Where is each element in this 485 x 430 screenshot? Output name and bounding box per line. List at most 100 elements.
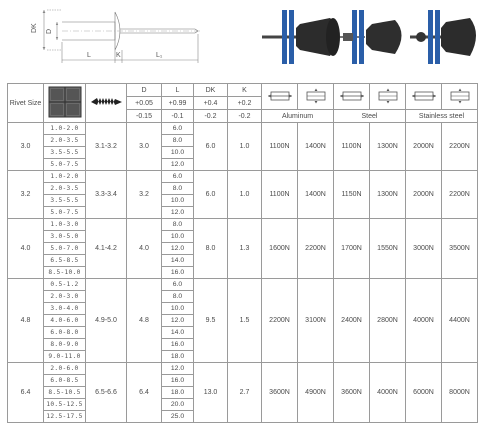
dk-tol-minus: -0.2 xyxy=(193,109,228,123)
l-value: 18.0 xyxy=(161,386,194,399)
grip-range: 1.0-3.0 xyxy=(43,218,86,231)
rivet-photo-setting xyxy=(340,10,402,64)
material-stainless-steel: Stainless steel xyxy=(405,109,478,123)
grip-range: 8.5-10.0 xyxy=(43,266,86,279)
force-stainless-tensile: 3500N xyxy=(441,218,478,279)
l-value: 6.0 xyxy=(161,170,194,183)
dk-header: DK xyxy=(193,83,228,97)
grip-range: 2.0-3.5 xyxy=(43,182,86,195)
force-aluminum-tensile: 2200N xyxy=(297,218,334,279)
grip-range-header xyxy=(43,83,86,123)
l-value: 16.0 xyxy=(161,266,194,279)
grip-range: 10.5-12.5 xyxy=(43,398,86,411)
force-aluminum-tensile: 1400N xyxy=(297,122,334,171)
grip-range: 3.5-5.5 xyxy=(43,146,86,159)
grip-range: 2.0-3.5 xyxy=(43,134,86,147)
k-label: K xyxy=(116,52,121,59)
force-stainless-shear: 2000N xyxy=(405,122,442,171)
l-value: 12.0 xyxy=(161,242,194,255)
shear-icon-aluminum xyxy=(261,83,298,110)
l-value: 10.0 xyxy=(161,146,194,159)
drill-size: 4.1-4.2 xyxy=(85,218,127,279)
rivet-drawing xyxy=(42,9,200,63)
force-aluminum-tensile: 4900N xyxy=(297,362,334,423)
rivet-size: 3.2 xyxy=(7,170,44,219)
tensile-icon-steel xyxy=(369,83,406,110)
dk-value: 6.0 xyxy=(193,170,228,219)
force-aluminum-shear: 1100N xyxy=(261,170,298,219)
d-value: 4.0 xyxy=(126,218,162,279)
l-value: 10.0 xyxy=(161,302,194,315)
table-row: 2.0-3.0 8.0 xyxy=(8,290,478,303)
force-steel-tensile: 1550N xyxy=(369,218,406,279)
grip-range: 2.0-3.0 xyxy=(43,290,86,303)
l-value: 12.0 xyxy=(161,314,194,327)
force-steel-tensile: 2800N xyxy=(369,278,406,363)
l-value: 16.0 xyxy=(161,374,194,387)
l-value: 10.0 xyxy=(161,194,194,207)
l-value: 18.0 xyxy=(161,350,194,363)
grip-range: 2.0-6.0 xyxy=(43,362,86,375)
grip-range: 3.0-5.0 xyxy=(43,230,86,243)
grip-grid-icon xyxy=(48,86,81,118)
material-steel: Steel xyxy=(333,109,406,123)
grip-range: 5.0-7.0 xyxy=(43,242,86,255)
d-value: 3.2 xyxy=(126,170,162,219)
d-value: 6.4 xyxy=(126,362,162,423)
rivet-size-header: Rivet Size xyxy=(7,83,44,123)
drill-size: 6.5-6.6 xyxy=(85,362,127,423)
d-value: 3.0 xyxy=(126,122,162,171)
dk-value: 9.5 xyxy=(193,278,228,363)
grip-range: 5.0-7.5 xyxy=(43,158,86,171)
shear-icon-steel xyxy=(333,83,370,110)
force-aluminum-shear: 1100N xyxy=(261,122,298,171)
grip-range: 6.0-8.0 xyxy=(43,326,86,339)
l-value: 20.0 xyxy=(161,398,194,411)
grip-range: 12.5-17.5 xyxy=(43,410,86,423)
l-value: 8.0 xyxy=(161,218,194,231)
l-value: 14.0 xyxy=(161,326,194,339)
dk-label: DK xyxy=(31,23,38,33)
force-stainless-tensile: 8000N xyxy=(441,362,478,423)
force-aluminum-tensile: 3100N xyxy=(297,278,334,363)
k-header: K xyxy=(227,83,262,97)
force-steel-tensile: 1300N xyxy=(369,122,406,171)
table-row: 2.0-3.5 8.0 xyxy=(8,134,478,147)
l-value: 8.0 xyxy=(161,290,194,303)
grip-range: 3.0-4.0 xyxy=(43,302,86,315)
force-steel-shear: 2400N xyxy=(333,278,370,363)
dk-value: 13.0 xyxy=(193,362,228,423)
l-label: L xyxy=(87,52,91,59)
drill-size: 3.1-3.2 xyxy=(85,122,127,171)
grip-range: 0.5-1.2 xyxy=(43,278,86,291)
table-row: 6.0-8.0 14.0 xyxy=(8,326,478,339)
l1-label: L₁ xyxy=(156,52,163,59)
grip-range: 1.0-2.0 xyxy=(43,122,86,135)
l-value: 6.0 xyxy=(161,122,194,135)
k-value: 1.0 xyxy=(227,122,262,171)
force-aluminum-shear: 3600N xyxy=(261,362,298,423)
l-value: 8.0 xyxy=(161,182,194,195)
d-header: D xyxy=(126,83,162,97)
force-stainless-tensile: 4400N xyxy=(441,278,478,363)
k-value: 1.0 xyxy=(227,170,262,219)
l-value: 8.0 xyxy=(161,134,194,147)
force-stainless-shear: 2000N xyxy=(405,170,442,219)
d-label: D xyxy=(46,29,53,34)
table-row: 10.5-12.5 20.0 xyxy=(8,398,478,411)
k-tol-minus: -0.2 xyxy=(227,109,262,123)
k-value: 1.5 xyxy=(227,278,262,363)
grip-range: 8.5-10.5 xyxy=(43,386,86,399)
rivet-size: 6.4 xyxy=(7,362,44,423)
force-aluminum-shear: 1600N xyxy=(261,218,298,279)
force-stainless-tensile: 2200N xyxy=(441,170,478,219)
grip-range: 9.0-11.0 xyxy=(43,350,86,363)
l-value: 14.0 xyxy=(161,254,194,267)
force-stainless-shear: 4000N xyxy=(405,278,442,363)
material-aluminum: Aluminum xyxy=(261,109,334,123)
